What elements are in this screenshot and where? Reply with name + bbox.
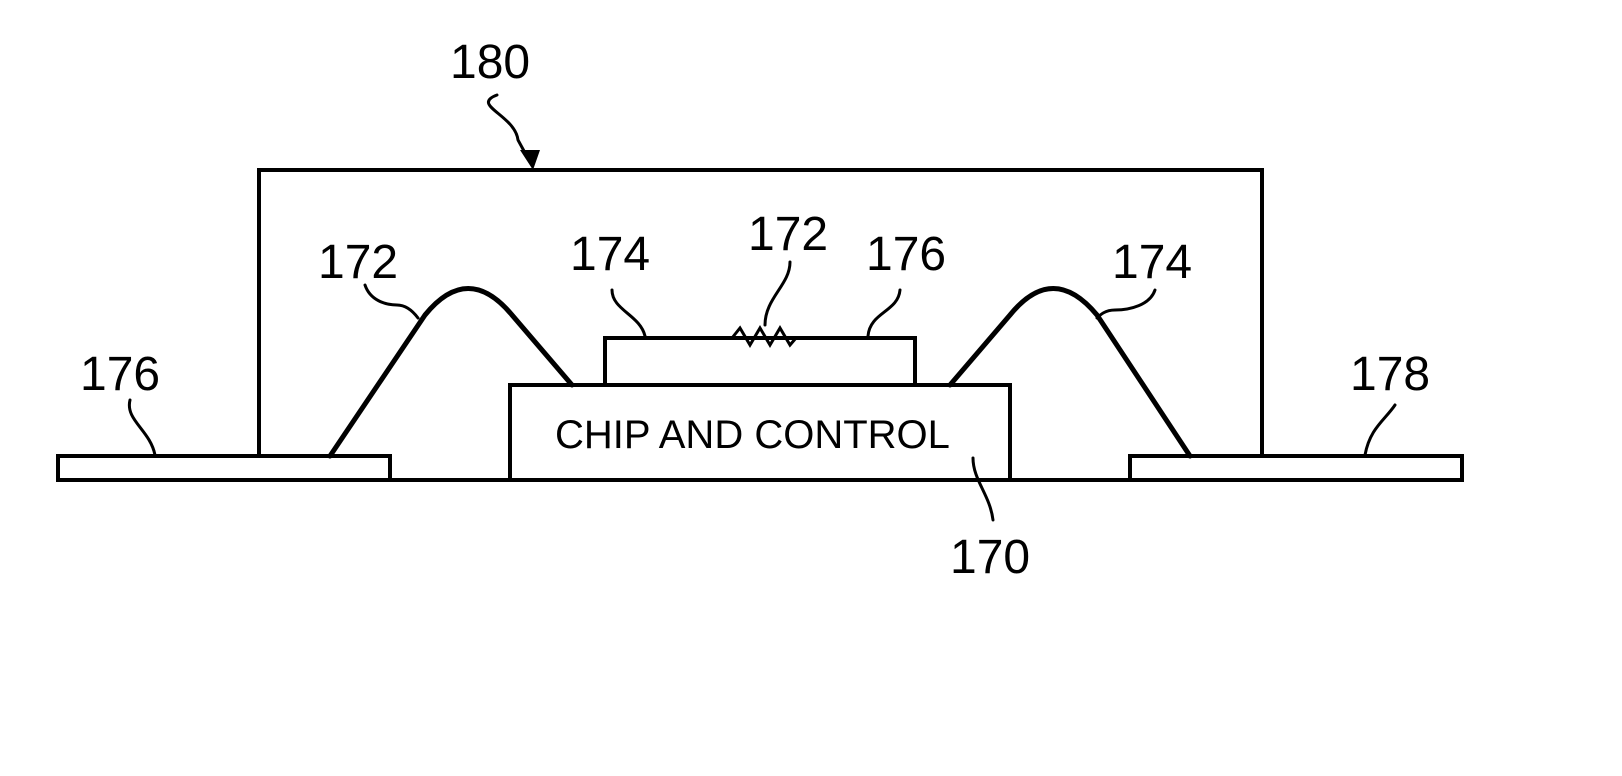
chip-text: CHIP AND CONTROL [555,413,950,457]
label-wire-right-174: 174 [1112,236,1192,289]
label-package-180: 180 [450,36,530,89]
leader-chip [973,458,993,520]
leader-pad-left [612,290,645,336]
arrowhead-180 [520,150,540,170]
label-pad-right-176: 176 [866,228,946,281]
label-pad-left-174: 174 [570,228,650,281]
label-resistor-172: 172 [748,208,828,261]
label-chip-170: 170 [950,531,1030,584]
leader-pad-right [868,290,900,336]
label-wire-left-172: 172 [318,236,398,289]
label-lead-left-176: 176 [80,348,160,401]
leader-wire-left [365,285,418,318]
leader-lead-left [129,400,155,455]
lead-left [58,456,390,480]
leader-wire-right [1097,290,1155,318]
leader-lead-right [1365,405,1395,455]
leader-resistor [765,262,790,325]
top-component [605,338,915,385]
lead-right [1130,456,1462,480]
bond-wire-left [330,289,572,457]
label-lead-right-178: 178 [1350,348,1430,401]
bond-wire-right [950,289,1190,457]
